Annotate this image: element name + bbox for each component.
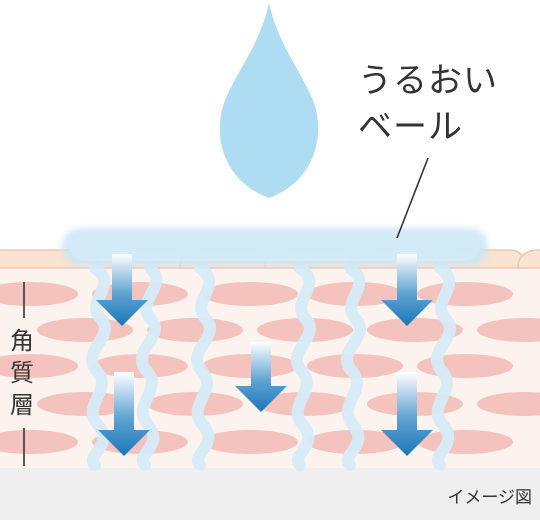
arrow-1 xyxy=(96,254,148,326)
arrow-5 xyxy=(381,372,433,456)
moisture-channels xyxy=(86,262,456,471)
veil-label-line1: うるおい xyxy=(358,61,498,101)
water-drop xyxy=(219,2,319,198)
arrow-2 xyxy=(381,254,433,326)
layer-label-char2: 質 xyxy=(10,359,34,387)
stratum-corneum-label: 角 質 層 xyxy=(8,325,36,421)
layer-label-char3: 層 xyxy=(10,391,34,419)
layer-label-char1: 角 xyxy=(10,327,34,355)
veil-label-line2: ベール xyxy=(358,107,463,147)
leader-line xyxy=(396,157,429,239)
moisture-veil-core xyxy=(70,233,480,261)
arrow-4 xyxy=(98,372,150,456)
floor-band xyxy=(0,468,540,520)
moisture-veil-label: うるおい ベール xyxy=(358,58,508,150)
arrow-3 xyxy=(235,342,287,412)
image-caption: イメージ図 xyxy=(447,488,532,508)
penetration-arrows xyxy=(96,254,433,456)
